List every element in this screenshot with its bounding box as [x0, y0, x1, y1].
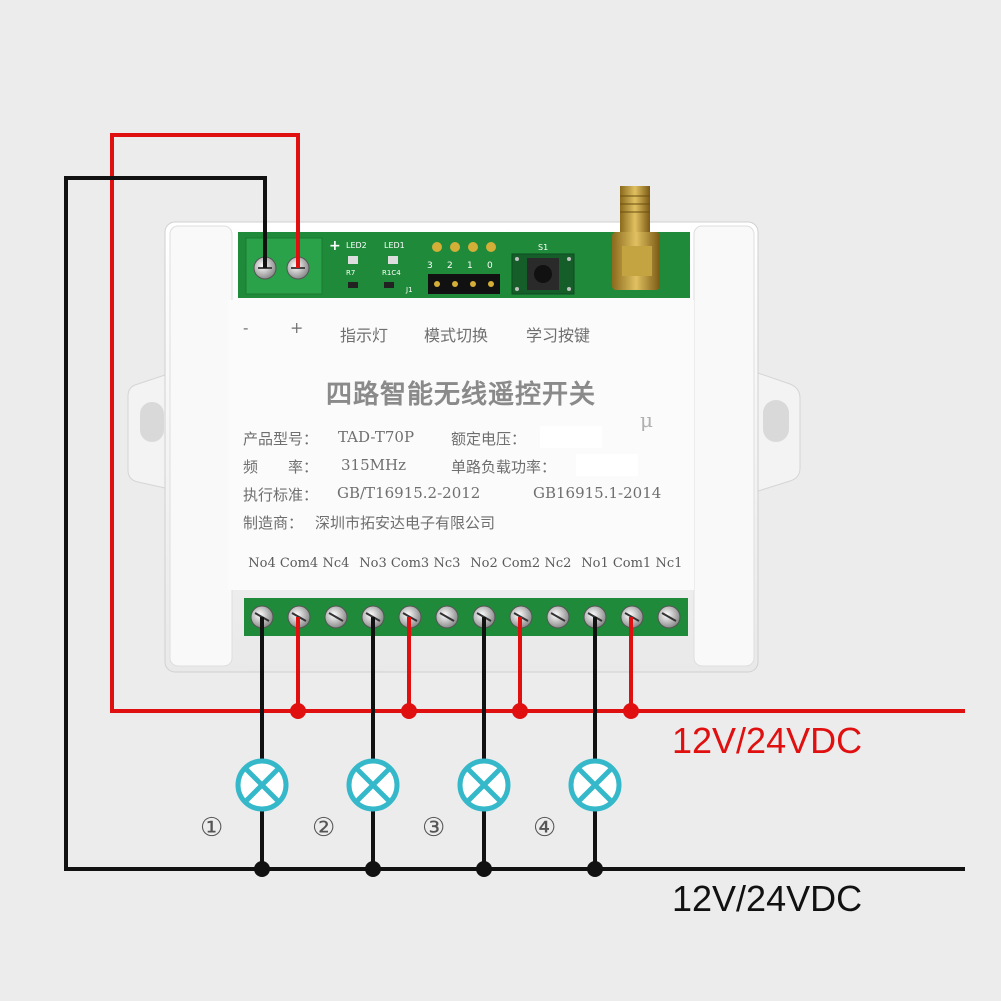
jumper-pin-1: 1 — [467, 261, 473, 271]
label-panel — [228, 300, 694, 590]
switch-label: S1 — [538, 243, 548, 252]
lamp-2-icon — [346, 758, 400, 812]
negative-supply-label: 12V/24VDC — [672, 878, 863, 919]
terminal-label-com2: Com2 — [501, 556, 541, 571]
mounting-ear-left — [127, 374, 166, 489]
mode-jumper-header[interactable]: 3 2 1 0 — [427, 242, 500, 294]
spec-voltage-blank — [540, 426, 602, 448]
terminal-screw-nc3 — [435, 605, 459, 629]
spec-standard-label: 执行标准： — [243, 486, 319, 504]
terminal-screw-nc1 — [657, 605, 681, 629]
jumper-pin-0: 0 — [487, 261, 493, 271]
channel-2-mark: ② — [312, 813, 336, 843]
indicator-label: 指示灯 — [340, 326, 389, 345]
negative-junctions — [254, 861, 603, 877]
spec-maker-value: 深圳市拓安达电子有限公司 — [315, 514, 496, 532]
terminal-screw-nc4 — [324, 605, 348, 629]
led1-label: LED1 — [384, 241, 405, 250]
polarity-plus: + — [290, 318, 304, 337]
lamp-3-icon — [457, 758, 511, 812]
mode-switch-label: 模式切换 — [424, 326, 489, 345]
lamp-4-icon — [568, 758, 622, 812]
polarity-minus: - — [243, 318, 249, 337]
terminal-label-nc2: Nc2 — [544, 556, 572, 571]
terminal-label-no4: No4 — [248, 556, 276, 571]
svg-text:+: + — [329, 238, 341, 254]
terminal-screw-nc2 — [546, 605, 570, 629]
terminal-label-nc1: Nc1 — [655, 556, 683, 571]
spec-frequency-value: 315MHz — [341, 456, 406, 474]
terminal-strip — [244, 598, 688, 636]
spec-model-label: 产品型号： — [243, 430, 319, 448]
channel-3-mark: ③ — [422, 813, 446, 843]
terminal-label-com4: Com4 — [279, 556, 319, 571]
mu-mark: μ — [640, 408, 653, 432]
terminal-label-com3: Com3 — [390, 556, 430, 571]
power-terminal-block — [245, 237, 323, 295]
spec-load-blank — [576, 454, 638, 476]
product-title: 四路智能无线遥控开关 — [326, 380, 597, 410]
antenna-connector — [612, 186, 660, 290]
led1-indicator — [388, 256, 398, 264]
terminal-label-nc4: Nc4 — [322, 556, 350, 571]
spec-standard-value2: GB16915.1-2014 — [533, 484, 662, 502]
mounting-ear-right — [754, 371, 801, 493]
terminal-label-no3: No3 — [359, 556, 387, 571]
channel-1-mark: ① — [200, 813, 224, 843]
svg-text:R7: R7 — [346, 269, 355, 277]
spec-maker-label: 制造商： — [243, 514, 304, 532]
led2-label: LED2 — [346, 241, 367, 250]
channel-4-mark: ④ — [533, 813, 557, 843]
spec-standard-value: GB/T16915.2-2012 — [337, 484, 481, 502]
learn-button-label: 学习按键 — [526, 326, 591, 345]
positive-supply-label: 12V/24VDC — [672, 720, 863, 761]
positive-wiring — [110, 133, 965, 713]
lamp-1-icon — [235, 758, 289, 812]
terminal-label-no1: No1 — [581, 556, 609, 571]
output-screw-row — [250, 605, 681, 629]
spec-frequency-label: 频 率： — [243, 458, 319, 476]
spec-model-value: TAD-T70P — [338, 428, 415, 446]
spec-voltage-label: 额定电压： — [451, 430, 527, 448]
positive-junctions — [290, 703, 639, 719]
jumper-pin-3: 3 — [427, 261, 433, 271]
terminal-label-no2: No2 — [470, 556, 498, 571]
svg-text:R1C4: R1C4 — [382, 269, 401, 277]
led2-indicator — [348, 256, 358, 264]
spec-load-label: 单路负载功率： — [451, 458, 557, 476]
learn-switch[interactable]: S1 — [511, 243, 575, 295]
svg-text:J1: J1 — [405, 286, 413, 294]
jumper-pin-2: 2 — [447, 261, 453, 271]
terminal-label-nc3: Nc3 — [433, 556, 461, 571]
terminal-label-com1: Com1 — [612, 556, 652, 571]
